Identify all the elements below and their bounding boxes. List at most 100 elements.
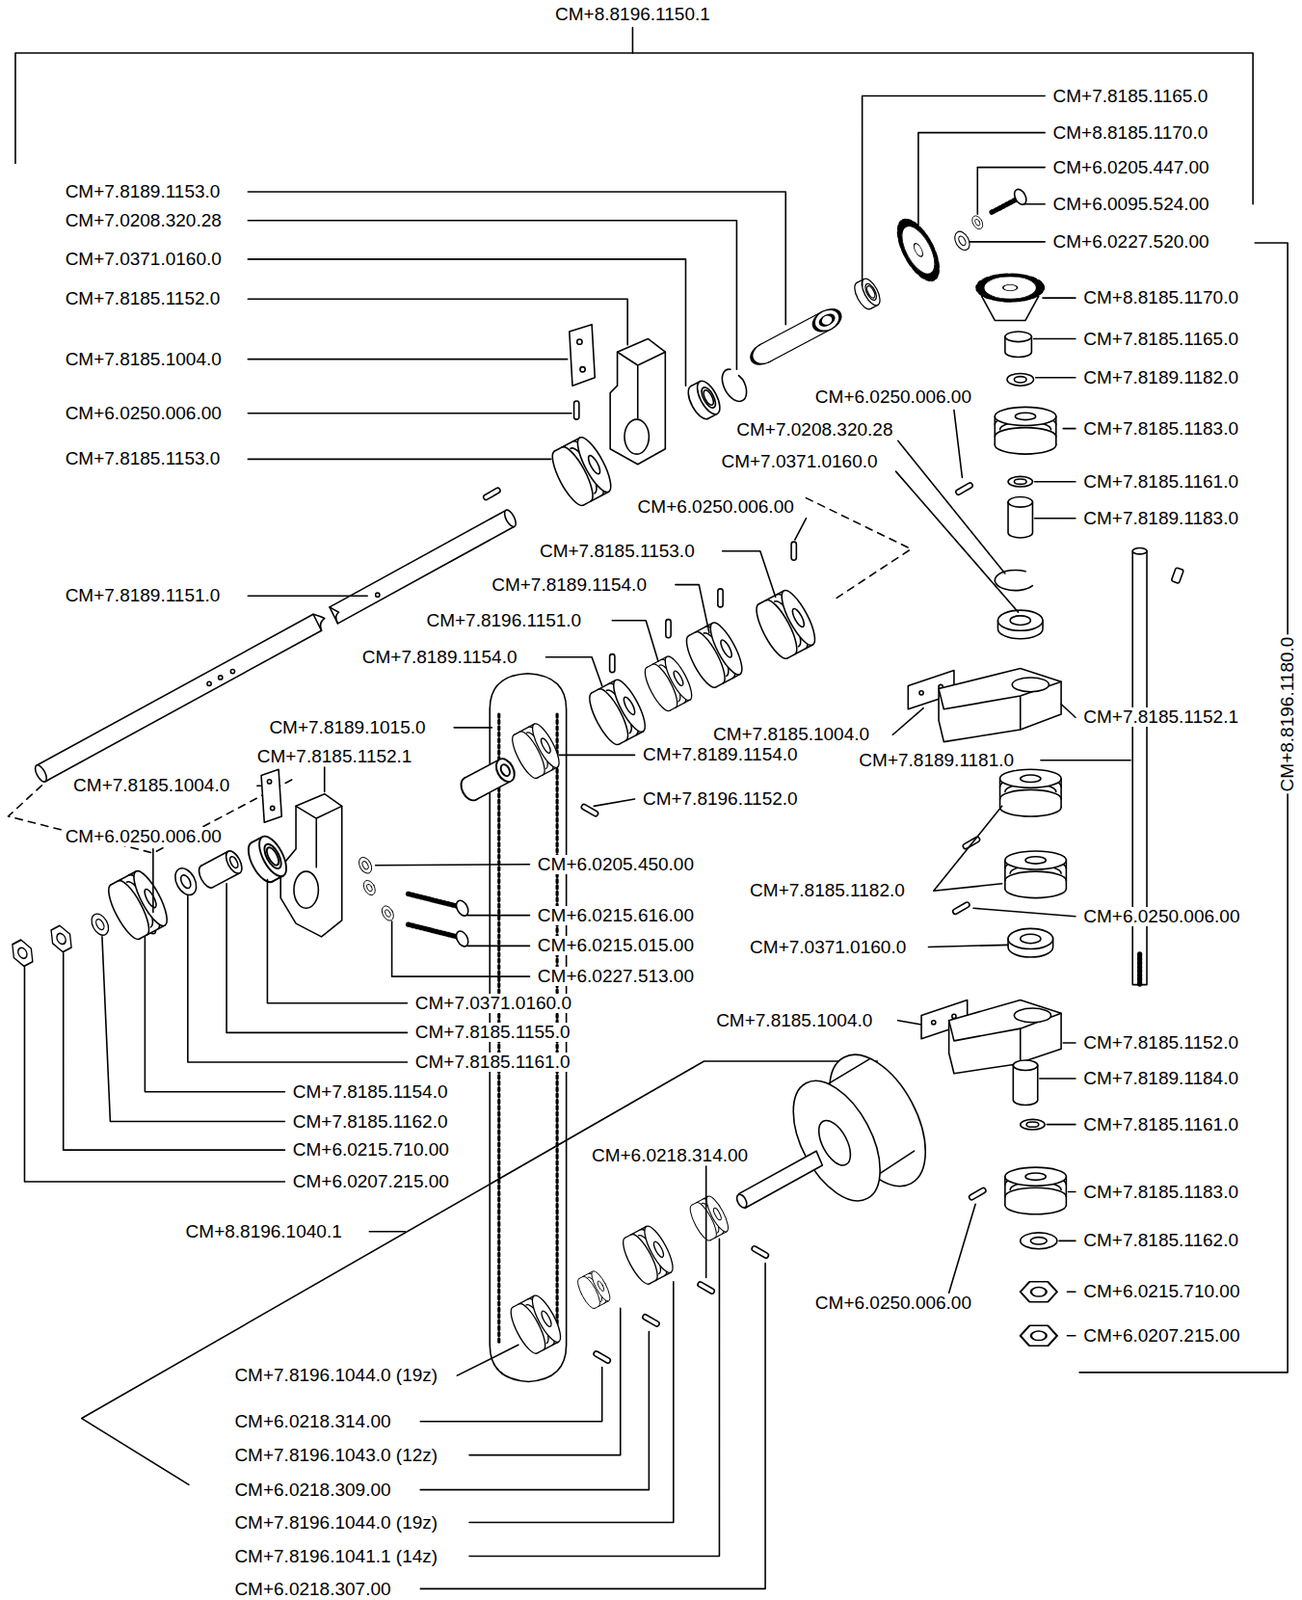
part-number: CM+7.8189.1154.0 [360,647,520,667]
part-number: CM+7.8185.1165.0 [1051,86,1211,107]
bracket-group [88,910,113,938]
bracket-group [280,794,343,937]
part-number: CM+7.8185.1152.0 [1081,1033,1241,1053]
motor-group [592,1350,612,1364]
pulley-stack [610,654,615,673]
part-number: CM+6.0218.307.00 [232,1579,393,1599]
pulley-stack [584,675,651,748]
vertical-group [1020,1281,1058,1302]
part-number: CM+7.8196.1043.0 (12z) [232,1445,440,1465]
vertical-group [938,667,1062,742]
vertical-group [1026,1121,1039,1127]
shaft [207,681,212,686]
part-number: CM+7.8189.1183.0 [1081,508,1241,529]
bracket-group [379,903,397,923]
pulley-group [970,213,985,232]
vertical-group [1170,567,1184,585]
vertical-group [949,1000,1062,1074]
dashed-outline [8,498,912,853]
part-number: CM+7.8185.1162.0 [1081,1230,1241,1250]
part-number: CM+6.0250.006.00 [813,387,974,407]
pulley-group [610,338,665,464]
belt-pulley [457,755,519,804]
part-number: CM+7.8185.1154.0 [291,1082,451,1102]
vertical-group [1009,615,1031,626]
shaft [329,509,515,624]
part-number: CM+6.0218.314.00 [589,1145,750,1166]
part-number: CM+6.0250.006.00 [63,826,224,847]
pulley-group [569,324,595,387]
shaft [32,763,49,784]
vertical-group [1005,850,1067,899]
part-number: CM+7.8189.1015.0 [266,717,427,738]
part-number: CM+7.8196.1152.0 [640,789,800,809]
motor-group [775,1066,899,1215]
vertical-group [955,481,974,496]
part-number: CM+7.8185.1004.0 [711,724,872,744]
bracket-group [266,779,271,784]
part-number: CM+8.8185.1170.0 [1081,288,1241,308]
pulley-group [577,339,583,345]
part-number: CM+7.8185.1153.0 [537,541,697,561]
pulley-stack [750,585,822,663]
assembly-bracket [15,53,1288,1485]
vertical-group [1013,376,1027,383]
pulley-group [747,304,845,369]
vertical-group [931,1020,936,1025]
vertical-group [994,569,1033,590]
motor-group [739,1150,824,1208]
bracket-group [47,923,77,955]
shaft [329,607,340,624]
shaft [502,507,518,529]
part-number: CM+7.0208.320.28 [63,211,224,231]
part-number: CM+7.8185.1155.0 [413,1022,573,1042]
shaft [230,668,235,673]
part-number: CM+6.0207.215.00 [291,1171,452,1192]
part-number: CM+7.8185.1153.0 [63,449,223,469]
vertical-group [1020,1118,1045,1130]
bracket-group [261,769,282,823]
pulley-stack [681,618,748,691]
part-number: CM+6.0205.447.00 [1051,158,1212,178]
pulley-group [580,367,585,372]
vertical-group [1008,476,1033,487]
part-number: CM+7.8185.1004.0 [714,1010,875,1031]
vertical-group [1013,1008,1051,1023]
bracket-group [295,805,343,868]
shaft [313,613,325,631]
vertical-group [1005,331,1033,343]
part-number: CM+7.8185.1152.1 [255,746,415,767]
part-number: CM+6.0227.520.00 [1051,232,1212,252]
dashed-outline [805,498,911,599]
pulley-stack [584,541,822,748]
motor-group [696,1280,716,1295]
bracket-group [293,871,319,908]
part-number: CM+7.8189.1154.0 [640,744,800,765]
bracket-group [195,848,245,890]
vertical-group [1030,1237,1047,1245]
leader-lines [24,27,1131,1590]
part-number: CM+7.8196.1041.1 (14z) [232,1546,440,1567]
motor-group [735,1193,749,1210]
assembly-number: CM+8.8196.1150.1 [553,4,713,25]
vertical-group [1137,954,1143,985]
part-number: CM+8.8185.1170.0 [1051,123,1211,143]
part-number: CM+6.0215.710.00 [1081,1281,1242,1302]
belt-pulley [457,720,600,818]
motor-group [750,1245,770,1259]
motor-group [505,1038,946,1364]
part-number: CM+6.0095.524.00 [1051,194,1212,214]
vertical-group [994,406,1057,454]
part-number: CM+7.8189.1151.0 [63,585,223,606]
vertical-group [1008,497,1033,508]
assembly-number: CM+8.8196.1180.0 [1277,635,1298,795]
vertical-group [1013,478,1027,484]
part-number: CM+6.0250.006.00 [813,1293,974,1313]
part-number: CM+7.8185.1152.0 [63,289,223,309]
vertical-group [1020,1232,1058,1249]
vertical-group [1000,769,1063,817]
part-number: CM+7.8189.1184.0 [1081,1068,1241,1089]
bracket-group [408,893,458,906]
part-number: CM+7.0371.0160.0 [413,993,574,1013]
